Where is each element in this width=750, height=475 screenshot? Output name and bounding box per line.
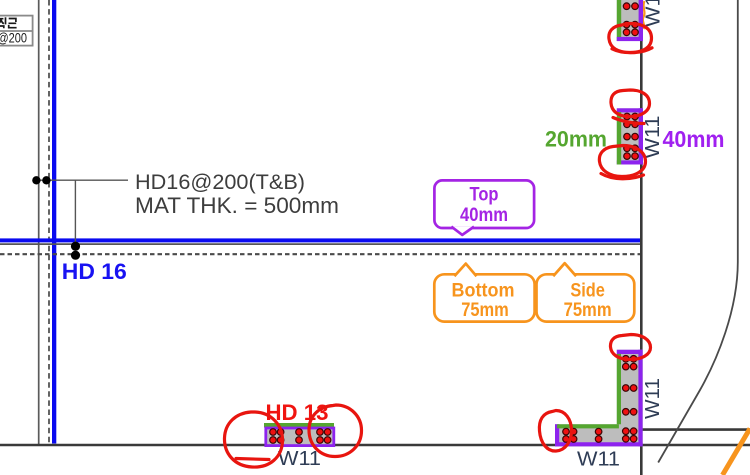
svg-text:75mm: 75mm [564,299,612,321]
svg-text:Top: Top [470,185,499,206]
svg-text:20mm: 20mm [545,127,607,152]
svg-text:40mm: 40mm [460,205,508,226]
svg-text:W11: W11 [643,0,665,27]
svg-text:Side: Side [570,279,605,301]
svg-text:W11: W11 [642,378,664,419]
svg-text:W11: W11 [278,448,321,470]
svg-text:40mm: 40mm [663,126,725,152]
svg-text:W11: W11 [642,116,664,159]
svg-text:W11: W11 [577,449,620,471]
svg-text:HD16@200(T&B): HD16@200(T&B) [135,171,305,194]
svg-text:MAT THK. = 500mm: MAT THK. = 500mm [135,193,339,218]
svg-text:@200: @200 [0,30,27,46]
svg-text:Bottom: Bottom [452,280,515,302]
svg-text:HD 16: HD 16 [62,259,127,284]
svg-text:75mm: 75mm [461,299,509,321]
